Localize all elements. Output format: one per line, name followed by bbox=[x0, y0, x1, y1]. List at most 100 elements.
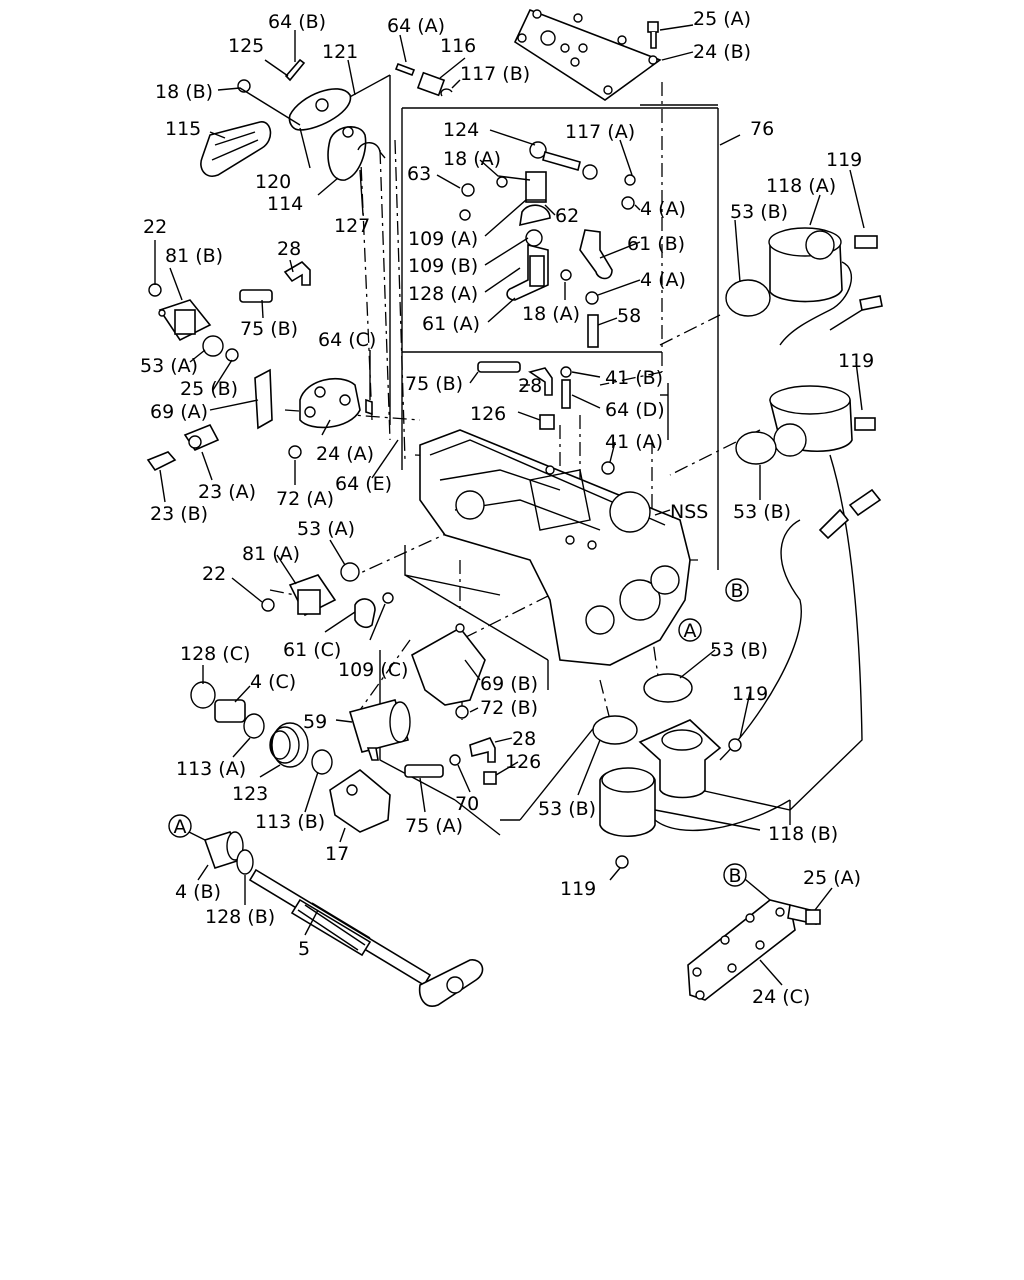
part-label: 75 (B) bbox=[240, 318, 298, 340]
pin-41b-64d bbox=[560, 366, 572, 409]
part-label: 59 bbox=[303, 711, 327, 733]
sensor-81b bbox=[158, 299, 212, 342]
part-label: 120 bbox=[255, 171, 291, 193]
bolt-72a bbox=[288, 445, 302, 459]
part-label: 115 bbox=[165, 118, 201, 140]
part-label: 53 (B) bbox=[538, 798, 596, 820]
part-label: 4 (A) bbox=[640, 198, 686, 220]
pin-64c bbox=[365, 398, 373, 416]
harness-118a bbox=[779, 261, 883, 346]
part-label: 22 bbox=[143, 216, 167, 238]
part-label: NSS bbox=[670, 501, 708, 523]
part-label: 64 (D) bbox=[605, 399, 665, 421]
o-ring-53b-lower-b bbox=[592, 715, 638, 745]
part-label: 4 (A) bbox=[640, 269, 686, 291]
part-label: 118 (A) bbox=[766, 175, 836, 197]
part-label: 61 (A) bbox=[422, 313, 480, 335]
washers bbox=[459, 174, 636, 305]
harness-right bbox=[699, 454, 882, 811]
bracket-69b bbox=[411, 623, 486, 706]
lever-114 bbox=[327, 126, 367, 181]
part-label: 53 (B) bbox=[733, 501, 791, 523]
part-label: 53 (B) bbox=[710, 639, 768, 661]
bolt-22-upper bbox=[148, 283, 162, 297]
part-label: 28 bbox=[277, 238, 301, 260]
callout-b-lower: B bbox=[723, 863, 747, 887]
part-label: 128 (C) bbox=[180, 643, 250, 665]
o-ring-53a-lower bbox=[340, 562, 360, 582]
cover-plate-24b bbox=[513, 8, 662, 101]
part-label: 126 bbox=[505, 751, 541, 773]
part-label: 72 (B) bbox=[480, 697, 538, 719]
bolt-41a bbox=[601, 461, 615, 475]
solenoid-118a bbox=[768, 227, 878, 303]
o-ring-53b-upper bbox=[725, 279, 771, 317]
part-label: 117 (B) bbox=[460, 63, 530, 85]
part-label: 64 (C) bbox=[318, 329, 376, 351]
leader-lines bbox=[154, 24, 865, 986]
bushing-59 bbox=[348, 699, 411, 761]
part-label: 24 (C) bbox=[752, 986, 810, 1008]
clip-117b bbox=[440, 88, 453, 97]
pins-28-75b-mid bbox=[477, 361, 553, 396]
part-label: 61 (B) bbox=[627, 233, 685, 255]
harness-118b bbox=[654, 799, 791, 832]
part-label: 17 bbox=[325, 843, 349, 865]
spring-127 bbox=[357, 142, 386, 159]
part-label: 62 bbox=[555, 205, 579, 227]
part-label: 127 bbox=[334, 215, 370, 237]
shaft-58 bbox=[587, 314, 599, 348]
fitting-23a bbox=[183, 423, 220, 452]
link-124 bbox=[529, 141, 598, 180]
bolt-72b bbox=[455, 705, 469, 719]
pins-28-75b-upper bbox=[239, 260, 311, 303]
bolt-126-lower bbox=[483, 771, 497, 785]
bushing-4c bbox=[214, 699, 246, 723]
part-label: 119 bbox=[826, 149, 862, 171]
lever-61c bbox=[354, 598, 376, 628]
band-115 bbox=[200, 121, 272, 177]
part-label: 53 (B) bbox=[730, 201, 788, 223]
callout-label: A bbox=[174, 816, 187, 838]
part-label: 72 (A) bbox=[276, 488, 334, 510]
pins-28-75a-lower bbox=[404, 737, 496, 778]
part-label: 18 (A) bbox=[443, 148, 501, 170]
part-label: 126 bbox=[470, 403, 506, 425]
part-label: 70 bbox=[455, 793, 479, 815]
part-label: 69 (A) bbox=[150, 401, 208, 423]
part-label: 128 (A) bbox=[408, 283, 478, 305]
part-label: 24 (B) bbox=[693, 41, 751, 63]
bolt-25b bbox=[225, 348, 239, 362]
part-label: 23 (B) bbox=[150, 503, 208, 525]
bolt-22-lower bbox=[261, 598, 275, 612]
part-label: 76 bbox=[750, 118, 774, 140]
part-labels: 64 (B) 64 (A) 25 (A) 125 121 116 24 (B) … bbox=[140, 8, 874, 1008]
part-label: 53 (A) bbox=[140, 355, 198, 377]
part-label: 58 bbox=[617, 305, 641, 327]
part-label: 125 bbox=[228, 35, 264, 57]
part-label: 124 bbox=[443, 119, 479, 141]
bolt-126-mid bbox=[539, 414, 555, 430]
part-label: 5 bbox=[298, 938, 310, 960]
callout-label: B bbox=[730, 580, 743, 602]
lever-120 bbox=[288, 88, 352, 131]
o-ring-53b-lower-a bbox=[643, 673, 693, 703]
part-label: 18 (B) bbox=[155, 81, 213, 103]
part-label: 64 (B) bbox=[268, 11, 326, 33]
bolt-119-mid bbox=[728, 738, 742, 752]
sensor-81a bbox=[288, 574, 337, 617]
lever-62 bbox=[519, 171, 551, 227]
pin-70 bbox=[449, 754, 461, 766]
part-label: 25 (B) bbox=[180, 378, 238, 400]
main-case bbox=[419, 429, 691, 666]
part-label: 109 (B) bbox=[408, 255, 478, 277]
pin-116 bbox=[416, 71, 446, 97]
part-label: 113 (A) bbox=[176, 758, 246, 780]
lever-61a bbox=[506, 243, 549, 301]
part-label: 81 (B) bbox=[165, 245, 223, 267]
part-label: 123 bbox=[232, 783, 268, 805]
callout-label: B bbox=[728, 865, 741, 887]
part-label: 114 bbox=[267, 193, 303, 215]
part-label: 128 (B) bbox=[205, 906, 275, 928]
